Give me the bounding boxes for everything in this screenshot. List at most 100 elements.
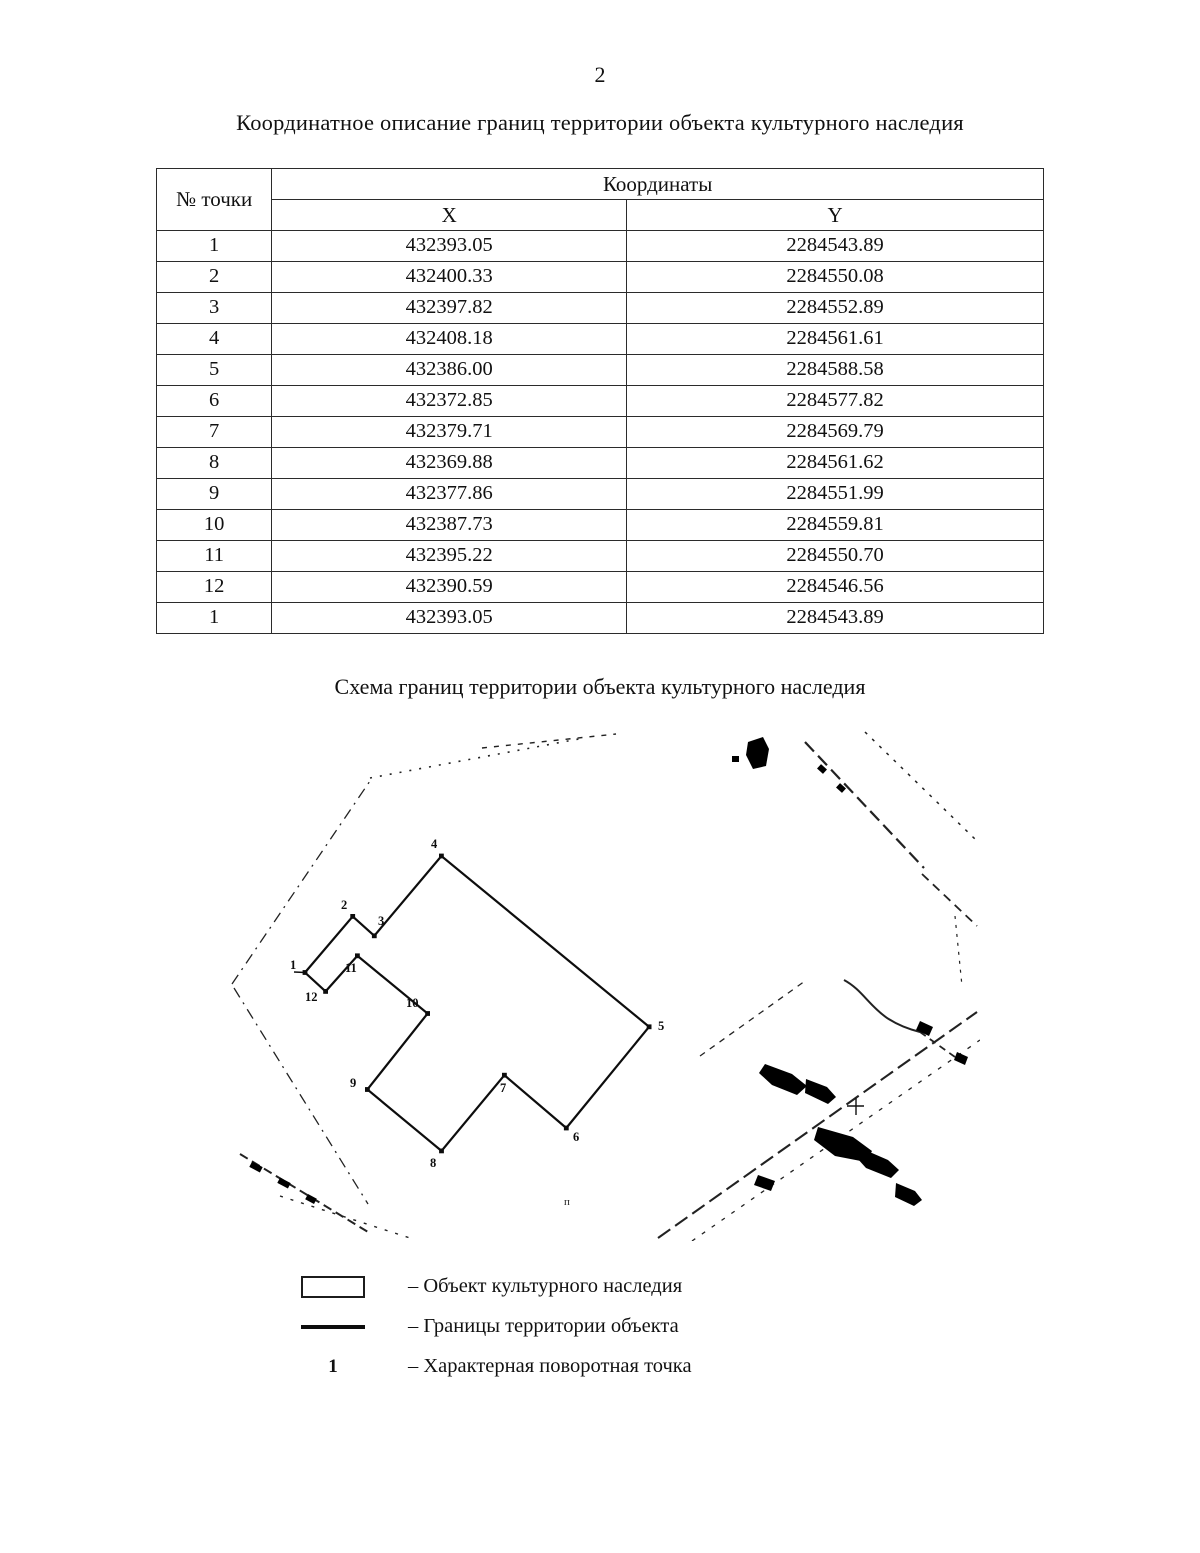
legend-row-boundary: – Границы территории объекта [300,1315,1200,1338]
col-header-y: Y [626,199,1044,231]
vertex-label: 4 [431,837,438,851]
legend-row-object: – Объект культурного наследия [300,1275,1200,1298]
vertex-label: 9 [350,1076,356,1090]
table-cell: 1 [155,230,273,262]
table-cell: 9 [155,478,273,510]
page-title: Координатное описание границ территории … [236,110,964,135]
vertex-label: 8 [430,1156,436,1170]
table-cell: 432379.71 [271,416,628,448]
vertex-marker [365,1087,370,1092]
table-cell: 432386.00 [271,354,628,386]
table-cell: 7 [155,416,273,448]
table-cell: 432390.59 [271,571,628,603]
vertex-marker [355,953,360,959]
col-header-coords: Координаты [271,168,1044,200]
table-header-row: № точки Координаты [155,168,1044,231]
table-cell: 2 [155,261,273,293]
table-cell: 432372.85 [271,385,628,417]
table-cell: 432393.05 [271,230,628,262]
table-cell: 6 [155,385,273,417]
vertex-label: 12 [305,990,318,1004]
map-cross-mark [847,1098,864,1115]
vertex-marker [323,989,328,994]
point-symbol: 1 [300,1356,366,1378]
vertex-label: 7 [500,1081,506,1095]
table-cell: 432397.82 [271,292,628,324]
legend: – Объект культурного наследия – Границы … [300,1275,1200,1378]
table-cell: 2284559.81 [626,509,1044,541]
vertex-label: 1 [290,958,296,972]
table-cell: 11 [155,540,273,572]
table-cell: 432395.22 [271,540,628,572]
vertex-marker [371,933,377,939]
vertex-label: 10 [406,996,419,1010]
col-header-x: X [271,199,628,231]
point-number-symbol: 1 [328,1355,338,1377]
map-annotation: п [564,1196,570,1208]
table-cell: 2284552.89 [626,292,1044,324]
vertex-label: 5 [658,1019,664,1033]
table-cell: 10 [155,509,273,541]
col-header-point: № точки [155,168,273,231]
table-cell: 3 [155,292,273,324]
table-cell: 2284550.70 [626,540,1044,572]
table-cell: 432377.86 [271,478,628,510]
vertex-label: 11 [345,961,357,975]
table-cell: 8 [155,447,273,479]
table-cell: 2284569.79 [626,416,1044,448]
table-cell: 2284546.56 [626,571,1044,603]
vertex-marker [425,1011,430,1016]
legend-label-boundary: – Границы территории объекта [408,1315,679,1337]
vertex-marker [439,1148,444,1154]
legend-label-point: – Характерная поворотная точка [408,1355,692,1377]
table-cell: 2284577.82 [626,385,1044,417]
vertex-label: 3 [378,914,384,928]
table-cell: 1 [155,602,273,634]
table-cell: 2284561.61 [626,323,1044,355]
legend-label-object: – Объект культурного наследия [408,1275,683,1297]
table-cell: 2284551.99 [626,478,1044,510]
table-cell: 432400.33 [271,261,628,293]
object-symbol [300,1275,366,1298]
table-cell: 5 [155,354,273,386]
table-cell: 4 [155,323,273,355]
vertex-marker [502,1072,507,1078]
vertex-label: 2 [341,898,347,912]
object-rect-icon [301,1275,365,1298]
vertex-label: 6 [573,1130,579,1144]
table-cell: 2284543.89 [626,230,1044,262]
map-buildings [249,737,968,1206]
schema-title: Схема границ территории объекта культурн… [334,674,866,699]
legend-row-point: 1 – Характерная поворотная точка [300,1355,1200,1378]
table-cell: 432387.73 [271,509,628,541]
boundary-symbol [300,1324,366,1329]
table-cell: 432393.05 [271,602,628,634]
map-parcel-lines [231,731,980,1241]
vertex-marker [646,1024,652,1030]
vertex-marker [439,853,444,859]
table-cell: 432369.88 [271,447,628,479]
table-cell: 2284543.89 [626,602,1044,634]
page-number: 2 [594,62,606,87]
boundary-line-icon [301,1324,365,1329]
table-cell: 12 [155,571,273,603]
vertex-marker [563,1125,569,1131]
